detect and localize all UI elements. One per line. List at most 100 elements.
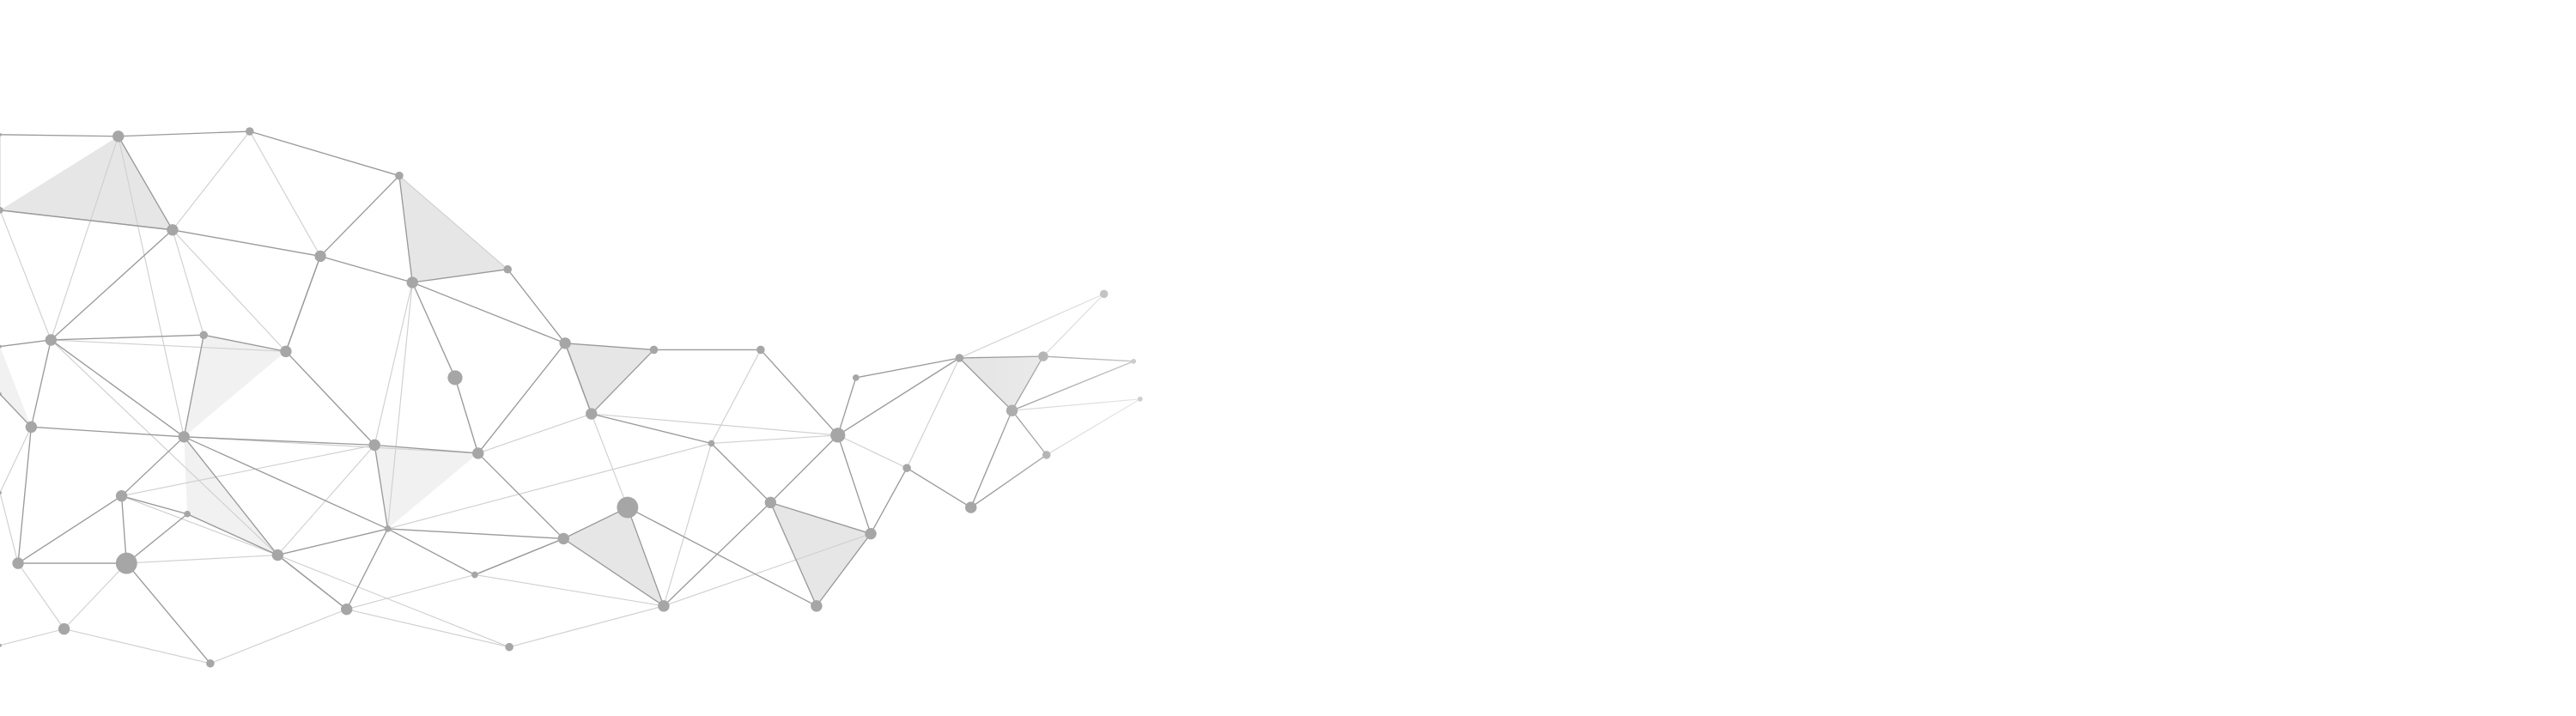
mesh-node — [246, 127, 254, 136]
mesh-node — [112, 130, 125, 143]
mesh-edge — [319, 175, 400, 257]
mesh-edge — [0, 339, 52, 348]
mesh-edge — [760, 349, 839, 436]
mesh-edge — [591, 413, 629, 508]
mesh-edge — [0, 628, 64, 646]
mesh-edge — [477, 343, 566, 454]
mesh-node — [472, 447, 484, 459]
mesh-triangle-fills — [0, 136, 1043, 606]
mesh-edge — [562, 537, 665, 607]
mesh-node — [865, 527, 877, 540]
mesh-edge — [507, 269, 566, 344]
mesh-node — [184, 510, 191, 518]
mesh-edge — [204, 334, 287, 353]
mesh-edge — [454, 377, 479, 454]
mesh-edge — [121, 444, 375, 497]
mesh-node — [0, 132, 2, 137]
mesh-node — [115, 489, 128, 502]
mesh-edge — [186, 513, 278, 556]
mesh-edge — [411, 282, 566, 344]
mesh-node — [471, 571, 478, 579]
mesh-node — [811, 600, 823, 612]
mesh-node — [559, 337, 571, 349]
mesh-edge — [121, 436, 185, 497]
mesh-fill-triangle — [0, 346, 32, 428]
mesh-edge — [118, 136, 185, 437]
mesh-edge — [183, 335, 204, 437]
mesh-node — [852, 374, 860, 381]
mesh-edge — [17, 427, 33, 564]
mesh-edge — [51, 339, 286, 352]
mesh-edge — [118, 136, 173, 231]
mesh-edge — [711, 434, 838, 445]
mesh-edge — [50, 136, 119, 341]
mesh-edge — [564, 343, 592, 415]
mesh-edge — [50, 339, 185, 438]
mesh-edge — [855, 357, 960, 379]
mesh-node — [395, 171, 404, 180]
mesh-edge — [31, 426, 185, 438]
mesh-edge — [769, 434, 839, 503]
mesh-node — [271, 549, 284, 561]
mesh-edge — [837, 357, 960, 436]
mesh-edge — [50, 339, 278, 555]
mesh-edge — [387, 528, 564, 540]
mesh-node — [902, 464, 911, 472]
mesh-edge — [837, 377, 857, 436]
mesh-node — [206, 659, 215, 668]
mesh-edge — [591, 413, 712, 445]
mesh-edge — [121, 495, 278, 556]
mesh-node — [756, 345, 765, 355]
mesh-edge — [120, 495, 127, 564]
mesh-edge — [412, 269, 508, 283]
mesh-edge — [837, 434, 872, 534]
mesh-edge — [0, 393, 32, 428]
mesh-node — [0, 392, 2, 396]
mesh-edge — [64, 628, 211, 664]
mesh-node — [708, 440, 715, 447]
mesh-edge — [30, 339, 52, 428]
mesh-fill-triangle — [374, 445, 478, 529]
mesh-edge — [0, 427, 32, 494]
mesh-fill-triangle — [563, 507, 664, 606]
mesh-edge — [477, 413, 592, 454]
mesh-node — [25, 421, 38, 434]
mesh-edge — [387, 442, 712, 530]
mesh-edge — [172, 229, 321, 258]
mesh-edge — [276, 445, 375, 555]
mesh-edge — [126, 554, 278, 564]
mesh-edge — [374, 445, 389, 530]
mesh-node — [0, 207, 3, 214]
mesh-edge — [710, 442, 771, 503]
mesh-edge — [710, 349, 762, 444]
mesh-edge — [0, 134, 118, 137]
mesh-node — [557, 532, 569, 545]
mesh-node — [384, 525, 392, 532]
mesh-edge — [663, 501, 771, 607]
mesh-edge — [591, 349, 654, 415]
mesh-edge — [125, 513, 188, 564]
mesh-edge — [477, 452, 564, 539]
mesh-node — [45, 334, 58, 346]
mesh-edge — [285, 256, 321, 352]
mesh-edge — [172, 130, 251, 231]
mesh-fill-triangle — [770, 502, 872, 606]
mesh-edge — [184, 436, 478, 454]
mesh-edge — [172, 229, 204, 336]
mesh-fill-triangle — [0, 136, 173, 230]
mesh-edge — [374, 282, 413, 446]
fade-overlay — [987, 0, 1331, 716]
mesh-edge — [386, 282, 413, 529]
mesh-edge — [663, 533, 872, 607]
mesh-edge — [346, 528, 389, 610]
mesh-edge — [277, 528, 388, 556]
mesh-node — [649, 345, 659, 355]
mesh-node — [0, 643, 2, 647]
mesh-edge — [387, 528, 476, 576]
mesh-fill-triangle — [184, 335, 286, 437]
mesh-edge — [50, 229, 173, 341]
mesh-fill-triangle — [398, 175, 508, 283]
mesh-node — [199, 331, 209, 340]
mesh-node — [965, 501, 977, 513]
mesh-edge — [591, 413, 838, 436]
